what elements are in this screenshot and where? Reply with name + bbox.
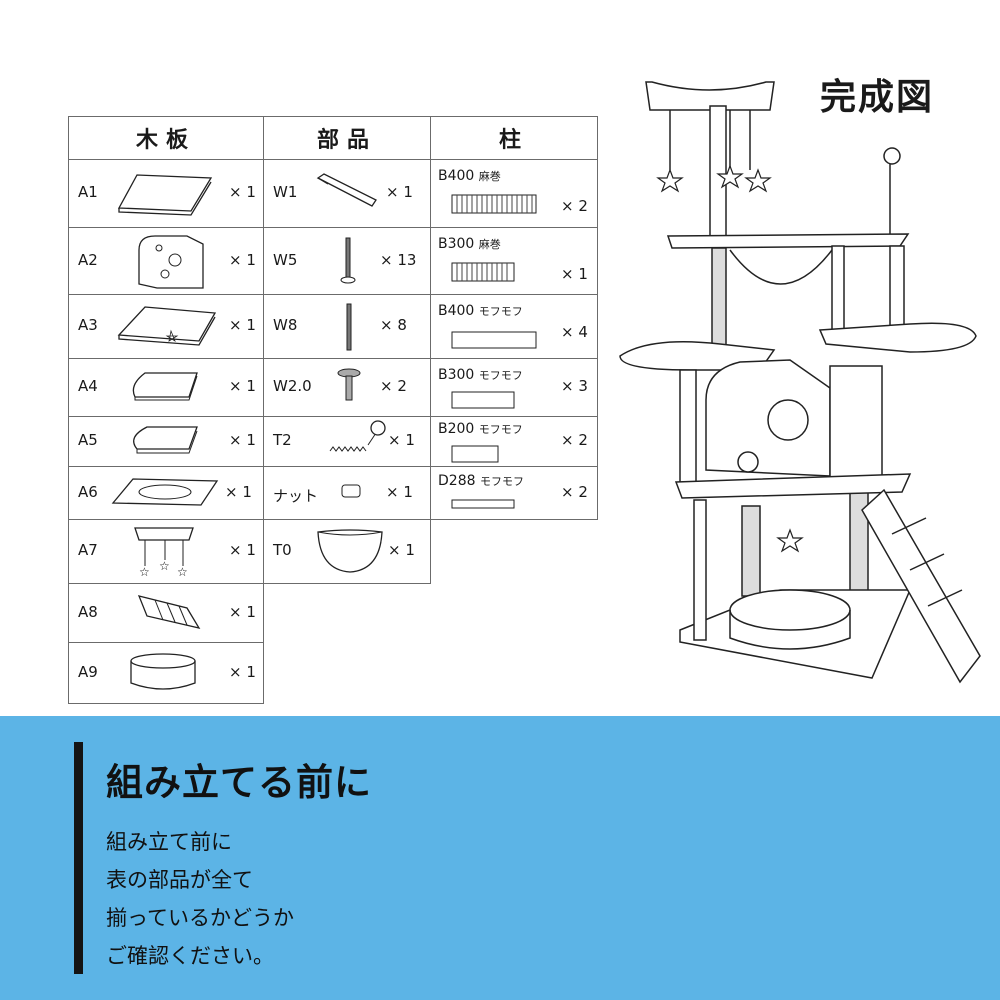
header-posts: 柱: [430, 116, 598, 160]
nut-image: [341, 484, 361, 498]
svg-text:☆: ☆: [177, 565, 188, 579]
post-fluffy-image: [451, 391, 515, 409]
notice-line: 表の部品が全て: [106, 868, 253, 892]
board-row: A2 × 1: [68, 227, 264, 295]
svg-text:☆: ☆: [139, 565, 150, 579]
completed-figure-title: 完成図: [820, 77, 935, 118]
board-a7-image: ☆ ☆ ☆: [134, 527, 194, 579]
notice-panel: [0, 716, 1000, 1000]
part-row: ナット × 1: [263, 466, 431, 520]
bolt-w8-image: [346, 303, 352, 351]
notice-line: 揃っているかどうか: [106, 906, 294, 930]
board-row: A8 × 1: [68, 583, 264, 643]
spring-toy-image: [329, 420, 386, 452]
board-row: A1 × 1: [68, 159, 264, 228]
part-row: W2.0 × 2: [263, 358, 431, 417]
post-row: B400 モフモフ × 4: [430, 294, 598, 359]
notice-bar: [74, 742, 83, 974]
notice-heading: 組み立てる前に: [106, 761, 372, 804]
board-a2-image: [138, 235, 204, 289]
notice-line: ご確認ください。: [106, 944, 274, 968]
header-boards: 木板: [68, 116, 264, 160]
board-a5-image: [133, 426, 198, 454]
post-row: B200 モフモフ × 2: [430, 416, 598, 467]
post-sisal-image: [451, 262, 515, 282]
board-a4-image: [132, 372, 198, 401]
board-a1-image: [117, 174, 213, 216]
board-row: A7 ☆☆☆ × 1: [68, 519, 264, 584]
notice-line: 組み立て前に: [106, 830, 232, 854]
post-fluffy-image: [451, 331, 537, 349]
post-fluffy-image: [451, 499, 515, 509]
board-row: A3 × 1: [68, 294, 264, 359]
part-row: T2 × 1: [263, 416, 431, 467]
board-row: A6 × 1: [68, 466, 264, 520]
board-a3-image: [117, 306, 217, 346]
part-row: W8 × 8: [263, 294, 431, 359]
parts-table: 木板 部品 柱 A1 × 1 W1 × 1 B400 麻巻 × 2 A2 × 1…: [68, 116, 598, 704]
board-a6-image: [111, 478, 219, 506]
post-row: B300 モフモフ × 3: [430, 358, 598, 417]
board-row: A5 × 1: [68, 416, 264, 467]
part-row: W1 × 1: [263, 159, 431, 228]
post-row: B300 麻巻 × 1: [430, 227, 598, 295]
board-a8-image: [137, 595, 201, 629]
cat-tree-illustration: [619, 81, 981, 684]
hex-key-image: [316, 173, 377, 207]
post-sisal-image: [451, 194, 537, 214]
svg-text:☆: ☆: [159, 559, 170, 573]
bowl-image: [317, 529, 383, 573]
bolt-w5-image: [340, 237, 356, 284]
post-fluffy-image: [451, 445, 499, 463]
board-a9-image: [130, 653, 196, 690]
board-row: A9 × 1: [68, 642, 264, 704]
board-row: A4 × 1: [68, 358, 264, 417]
post-row: B400 麻巻 × 2: [430, 159, 598, 228]
part-row: T0 × 1: [263, 519, 431, 584]
screw-w2-image: [337, 368, 361, 401]
post-row: D288 モフモフ × 2: [430, 466, 598, 520]
header-parts: 部品: [263, 116, 431, 160]
part-row: W5 × 13: [263, 227, 431, 295]
